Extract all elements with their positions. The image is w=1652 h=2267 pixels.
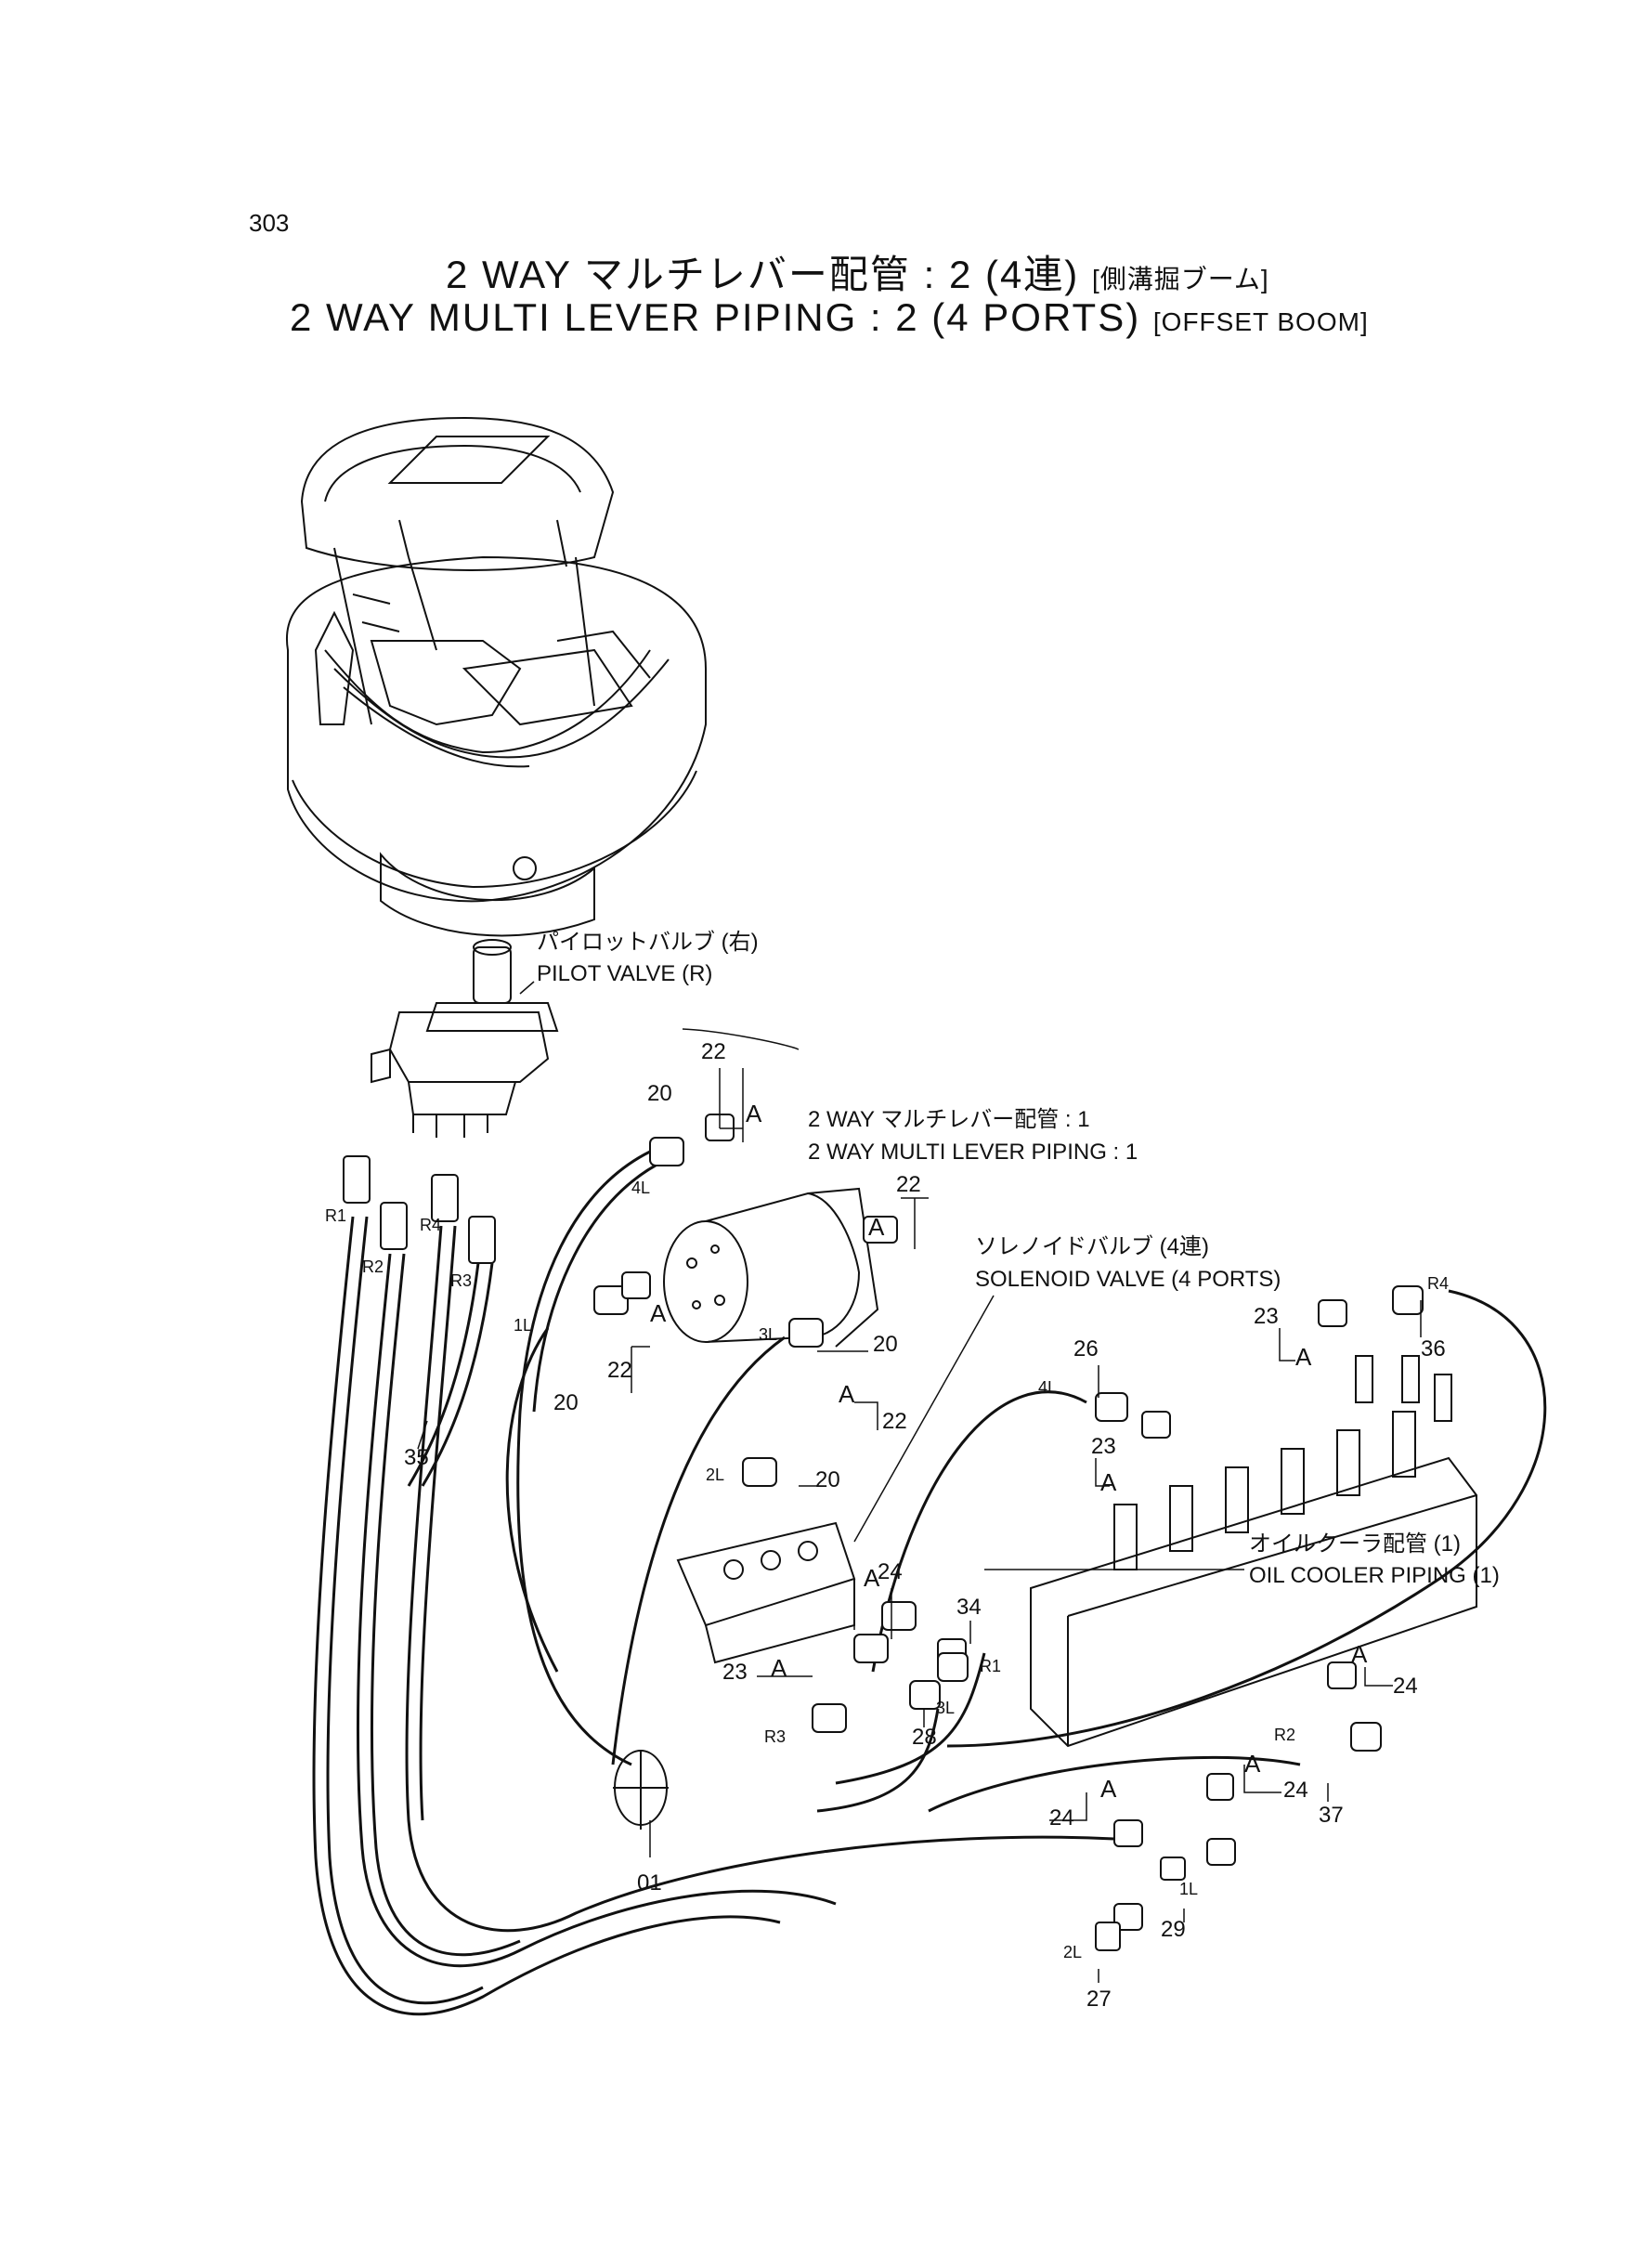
- port-2l-a: 2L: [706, 1466, 724, 1484]
- part-24-c: 24: [1283, 1778, 1308, 1803]
- part-24-b: 24: [1393, 1674, 1418, 1699]
- solenoid-valve-en: SOLENOID VALVE (4 PORTS): [975, 1267, 1281, 1292]
- solenoid-valve-jp: ソレノイドバルブ (4連): [975, 1234, 1209, 1259]
- part-27: 27: [1086, 1987, 1112, 2012]
- port-1l-b: 1L: [1179, 1880, 1198, 1898]
- solenoid-valve-illustration: [663, 1187, 879, 1664]
- part-20-c: 20: [553, 1390, 579, 1415]
- title-jp-suffix: [側溝掘ブーム]: [1091, 265, 1269, 293]
- part-29: 29: [1161, 1917, 1186, 1942]
- detail-a-4: A: [839, 1380, 855, 1408]
- part-36: 36: [1421, 1336, 1446, 1362]
- part-26: 26: [1073, 1336, 1099, 1362]
- port-r2-b: R2: [1274, 1726, 1295, 1744]
- port-3l-a: 3L: [759, 1325, 777, 1344]
- part-23-b: 23: [1091, 1434, 1116, 1459]
- detail-a-1: A: [746, 1100, 762, 1127]
- part-20-a: 20: [647, 1081, 672, 1106]
- port-2l-b: 2L: [1063, 1943, 1082, 1961]
- fittings: [593, 1114, 1424, 1951]
- port-1l-a: 1L: [514, 1316, 532, 1335]
- port-r1-b: R1: [980, 1657, 1001, 1675]
- port-r4-b: R4: [1427, 1274, 1449, 1293]
- detail-a-2: A: [868, 1213, 885, 1241]
- part-24-a: 24: [878, 1559, 903, 1584]
- detail-a-8: A: [771, 1654, 787, 1682]
- part-22-a: 22: [701, 1039, 726, 1064]
- port-r1: R1: [325, 1206, 346, 1225]
- pilot-valve-en: PILOT VALVE (R): [537, 961, 712, 986]
- part-20-b: 20: [873, 1332, 898, 1357]
- multi-lever-1-jp: 2 WAY マルチレバー配管 : 1: [808, 1107, 1090, 1132]
- port-r4: R4: [420, 1216, 441, 1234]
- detail-a-9: A: [1351, 1640, 1368, 1668]
- part-28: 28: [912, 1725, 937, 1750]
- port-r3: R3: [450, 1271, 472, 1290]
- page-number: 303: [249, 209, 290, 237]
- detail-a-10: A: [1244, 1750, 1261, 1778]
- part-01: 01: [637, 1870, 662, 1896]
- port-r2: R2: [362, 1257, 384, 1276]
- excavator-cab-illustration: [285, 416, 707, 937]
- part-22-c: 22: [607, 1358, 632, 1383]
- part-37: 37: [1319, 1803, 1344, 1828]
- oil-cooler-jp: オイルクーラ配管 (1): [1249, 1531, 1461, 1557]
- part-23-c: 23: [722, 1660, 748, 1685]
- multi-lever-1-en: 2 WAY MULTI LEVER PIPING : 1: [808, 1140, 1138, 1165]
- title-jp-main: 2 WAY マルチレバー配管 : 2 (4連): [446, 253, 1080, 296]
- title-english: 2 WAY MULTI LEVER PIPING : 2 (4 PORTS) […: [290, 295, 1369, 340]
- port-labels: R1 R2 R4 R3 4L 1L 3L 2L 4L R4 R1 3L R3 R…: [325, 1179, 1449, 1961]
- port-4l-a: 4L: [631, 1179, 650, 1197]
- part-22-b: 22: [896, 1172, 921, 1197]
- part-callouts: 20 22 22 22 22 20 20 20 35 26 36 23 23 2…: [404, 1039, 1446, 2012]
- port-r3-b: R3: [764, 1727, 786, 1746]
- part-34: 34: [956, 1595, 982, 1620]
- oil-cooler-en: OIL COOLER PIPING (1): [1249, 1563, 1500, 1588]
- port-3l-b: 3L: [936, 1699, 955, 1717]
- part-20-d: 20: [815, 1467, 840, 1492]
- part-24-d: 24: [1049, 1805, 1074, 1831]
- pilot-valve-illustration: [371, 939, 559, 1138]
- part-22-d: 22: [882, 1409, 907, 1434]
- pilot-hose-fittings: [343, 1155, 496, 1264]
- leader-lines: [417, 981, 1422, 1983]
- detail-a-7: A: [864, 1564, 880, 1592]
- detail-a-markers: A A A A A A A A A A A: [650, 1100, 1368, 1803]
- valve-hoses: [505, 1150, 1547, 1813]
- title-en-suffix: [OFFSET BOOM]: [1152, 307, 1369, 336]
- detail-a-5: A: [1295, 1343, 1312, 1371]
- part-35: 35: [404, 1445, 429, 1470]
- detail-a-11: A: [1100, 1775, 1117, 1803]
- detail-a-3: A: [650, 1299, 667, 1327]
- named-callouts: パイロットバルブ (右) PILOT VALVE (R) 2 WAY マルチレバ…: [537, 930, 1500, 1588]
- detail-a-6: A: [1100, 1468, 1117, 1496]
- title-japanese: 2 WAY マルチレバー配管 : 2 (4連) [側溝掘ブーム]: [446, 243, 1269, 300]
- title-en-main: 2 WAY MULTI LEVER PIPING : 2 (4 PORTS): [290, 295, 1141, 339]
- hose-clamp-01: [613, 1750, 669, 1830]
- port-4l-b: 4L: [1038, 1378, 1057, 1397]
- pilot-valve-jp: パイロットバルブ (右): [537, 930, 759, 955]
- pilot-hoses: [312, 1216, 1115, 2016]
- part-23-a: 23: [1254, 1304, 1279, 1329]
